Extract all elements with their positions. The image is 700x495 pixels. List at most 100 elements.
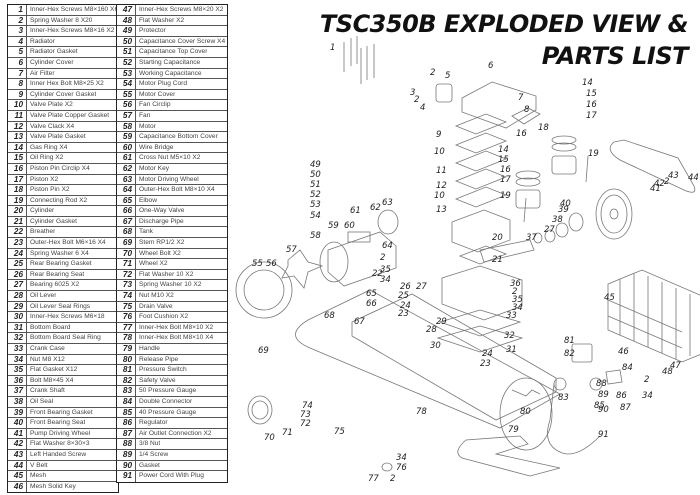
- part-name: Front Bearing Seat: [30, 419, 86, 427]
- part-number: 49: [117, 26, 136, 36]
- part-number: 31: [8, 322, 27, 333]
- callout-label: 32: [504, 331, 515, 341]
- part-name: V Belt: [30, 461, 48, 469]
- part-name: Bolt M8×45 X4: [30, 376, 74, 384]
- part-name: 50 Pressure Gauge: [139, 387, 197, 395]
- bottom-board: [436, 325, 524, 353]
- callout-label: 77: [368, 474, 379, 484]
- part-number: 41: [8, 428, 27, 439]
- callout-label: 4: [420, 103, 425, 113]
- part-number: 1: [8, 5, 27, 15]
- cylinder: [451, 209, 511, 253]
- part-name: Inner-Hex Screws M8×160 X6: [29, 6, 118, 13]
- part-number: 91: [117, 471, 136, 482]
- part-number: 81: [117, 365, 136, 375]
- pressure-switch: [571, 343, 593, 363]
- part-number: 16: [8, 163, 27, 174]
- part-name: Spring Washer 10 X2: [139, 281, 202, 289]
- callout-label: 52: [310, 190, 321, 200]
- part-number: 40: [8, 418, 27, 428]
- part-number: 78: [117, 333, 136, 343]
- part-number: 6: [8, 57, 27, 68]
- callout-label: 3: [410, 88, 415, 98]
- part-name: Protector: [139, 27, 166, 35]
- part-number: 59: [117, 132, 136, 142]
- crank-case: [441, 265, 523, 321]
- callout-label: 58: [310, 231, 321, 241]
- part-number: 67: [117, 216, 136, 227]
- callout-label: 42: [654, 179, 665, 189]
- part-number: 50: [117, 36, 136, 47]
- part-number: 30: [8, 312, 27, 322]
- part-name: Wire Bridge: [139, 143, 174, 151]
- handle: [457, 435, 561, 477]
- callout-label: 76: [396, 463, 407, 473]
- part-name: Radiator Gasket: [30, 48, 78, 56]
- part-name: Oil Ring X2: [30, 154, 64, 162]
- callout-label: 10: [434, 147, 445, 157]
- part-number: 22: [8, 227, 27, 238]
- callout-label: 86: [616, 391, 627, 401]
- part-number: 26: [8, 269, 27, 280]
- part-number: 64: [117, 185, 136, 195]
- part-name: Valve Clack X4: [30, 122, 75, 130]
- callout-label: 24: [400, 301, 411, 311]
- part-name: Inner Hex Bolt M8×25 X2: [30, 80, 104, 88]
- exploded-view-diagram: 1232456789101112101314151617181619141516…: [235, 36, 700, 484]
- part-number: 43: [8, 449, 27, 460]
- part-number: 88: [117, 439, 136, 449]
- part-number: 13: [8, 132, 27, 142]
- part-name: Outer-Hex Bolt M6×16 X4: [30, 239, 106, 247]
- callout-label: 66: [366, 299, 377, 309]
- callout-label: 70: [264, 433, 275, 443]
- callout-label: 16: [586, 100, 597, 110]
- part-name: Working Capacitance: [139, 69, 202, 77]
- wheel: [247, 395, 273, 425]
- part-number: 15: [8, 153, 27, 163]
- callout-label: 2: [664, 177, 669, 187]
- part-number: 72: [117, 269, 136, 280]
- part-number: 80: [117, 354, 136, 365]
- callout-label: 8: [524, 105, 530, 115]
- title-line-1: TSC350B EXPLODED VIEW &: [319, 10, 689, 38]
- callout-label: 2: [390, 474, 395, 484]
- part-name: Spring Washer 6 X4: [30, 249, 89, 257]
- callout-label: 85: [594, 401, 605, 411]
- part-name: Pressure Switch: [139, 366, 187, 374]
- part-number: 19: [8, 195, 27, 206]
- part-name: Air Filter: [30, 69, 55, 77]
- part-number: 73: [117, 280, 136, 291]
- part-name: Drain Valve: [139, 302, 173, 310]
- cylinder-screws: [343, 36, 375, 84]
- part-number: 39: [8, 407, 27, 418]
- part-number: 45: [8, 471, 27, 481]
- part-name: Oil Lever Seal Rings: [30, 302, 91, 310]
- part-number: 56: [117, 100, 136, 110]
- callout-label: 2: [430, 68, 435, 78]
- part-number: 57: [117, 110, 136, 121]
- part-name: Mesh Solid Key: [30, 482, 76, 490]
- callout-label: 60: [344, 221, 355, 231]
